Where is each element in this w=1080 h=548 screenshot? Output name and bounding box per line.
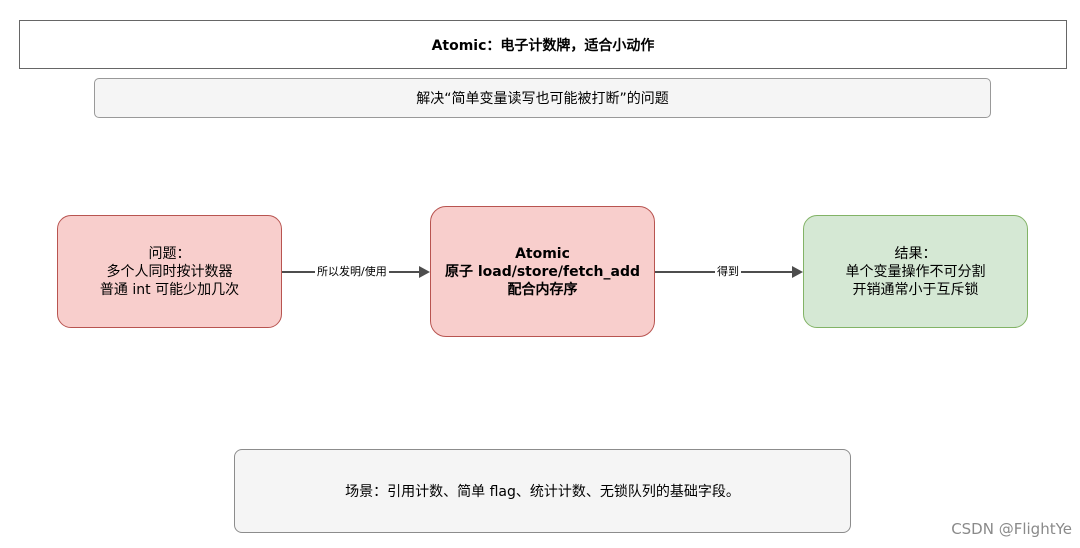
atomic-node: Atomic 原子 load/store/fetch_add 配合内存序 bbox=[430, 206, 655, 337]
problem-node: 问题： 多个人同时按计数器 普通 int 可能少加几次 bbox=[57, 215, 282, 328]
atomic-node-line-2: 原子 load/store/fetch_add bbox=[444, 263, 641, 280]
edge-problem-to-atomic-arrowhead bbox=[419, 266, 430, 278]
diagram-title: Atomic：电子计数牌，适合小动作 bbox=[19, 20, 1067, 69]
result-node-line-2: 单个变量操作不可分割 bbox=[845, 263, 986, 280]
result-node: 结果： 单个变量操作不可分割 开销通常小于互斥锁 bbox=[803, 215, 1028, 328]
edge-problem-to-atomic-label: 所以发明/使用 bbox=[315, 265, 389, 279]
scene-text: 场景：引用计数、简单 flag、统计计数、无锁队列的基础字段。 bbox=[345, 484, 740, 500]
edge-atomic-to-result-arrowhead bbox=[792, 266, 803, 278]
atomic-node-line-3: 配合内存序 bbox=[507, 281, 578, 298]
problem-node-line-2: 多个人同时按计数器 bbox=[106, 263, 233, 280]
problem-node-line-1: 问题： bbox=[148, 245, 191, 262]
diagram-title-text: Atomic：电子计数牌，适合小动作 bbox=[431, 37, 655, 54]
result-node-line-1: 结果： bbox=[894, 245, 937, 262]
problem-node-line-3: 普通 int 可能少加几次 bbox=[99, 281, 240, 298]
result-node-line-3: 开销通常小于互斥锁 bbox=[852, 281, 979, 298]
watermark: CSDN @FlightYe bbox=[951, 520, 1072, 538]
scene-panel: 场景：引用计数、简单 flag、统计计数、无锁队列的基础字段。 bbox=[234, 449, 851, 533]
diagram-subtitle-text: 解决“简单变量读写也可能被打断”的问题 bbox=[416, 91, 669, 107]
atomic-node-line-1: Atomic bbox=[515, 245, 570, 262]
edge-atomic-to-result-label: 得到 bbox=[715, 265, 741, 279]
diagram-subtitle: 解决“简单变量读写也可能被打断”的问题 bbox=[94, 78, 991, 118]
